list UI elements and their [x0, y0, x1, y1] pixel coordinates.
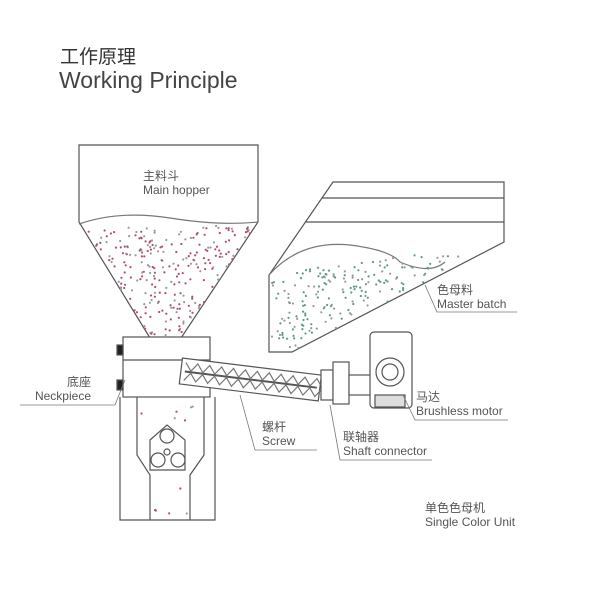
shaft-connector	[320, 361, 372, 405]
brushless-motor	[369, 331, 413, 409]
leader-lines	[20, 284, 517, 461]
title-cn: 工作原理	[60, 47, 137, 68]
master-batch-pellets	[270, 254, 460, 350]
screw-barrel	[178, 357, 323, 402]
main-hopper	[78, 144, 259, 339]
master-batch-hopper	[268, 181, 505, 353]
title-en: Working Principle	[59, 67, 238, 93]
lower-pellets	[140, 405, 194, 515]
main-pellets	[87, 224, 252, 337]
